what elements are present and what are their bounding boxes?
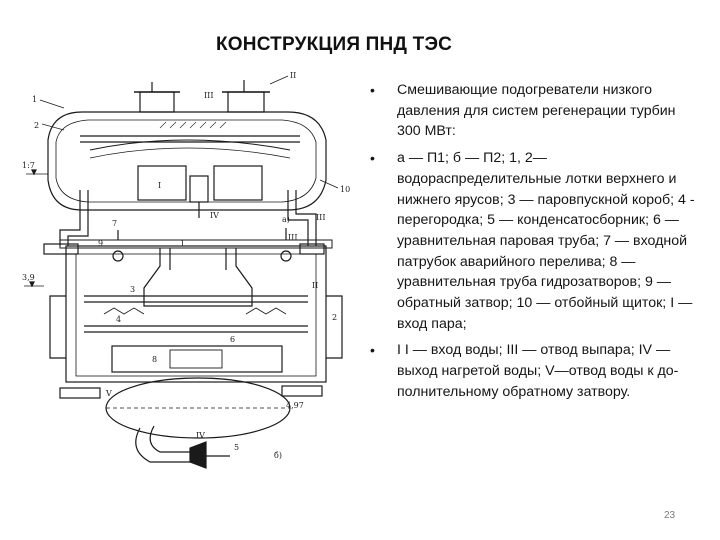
bullet-item: • Смешивающие подогреватели низкого давл… — [368, 80, 698, 142]
bullet-text: I I — вход воды; III — отвод выпара; IV … — [397, 342, 679, 400]
label-2: 2 — [34, 121, 39, 130]
label-4: 4 — [116, 315, 121, 324]
label-7: 7 — [112, 219, 117, 228]
label-8: 8 — [152, 355, 157, 364]
bullet-dot: • — [370, 150, 375, 167]
label-IV: IV — [210, 211, 219, 220]
label-3-9: 3,9 — [22, 273, 35, 282]
heater-drawing: 1 2 III II 10 IV 7 I а) 1:7 III 9 III 3 … — [22, 71, 350, 469]
label-I: I — [158, 181, 161, 190]
label-10: 10 — [340, 185, 350, 194]
label-III: III — [204, 91, 213, 100]
label-b: б) — [274, 451, 282, 460]
label-a: а) — [282, 215, 290, 224]
label-IV-lower: IV — [196, 431, 205, 440]
bullet-item: • а — П1; б — П2; 1, 2— водораспределите… — [368, 148, 698, 334]
page-number: 23 — [664, 510, 676, 521]
label-5: 5 — [234, 443, 239, 452]
label-II: II — [290, 71, 296, 80]
bullet-list: • Смешивающие подогреватели низкого давл… — [368, 80, 698, 409]
label-V: V — [105, 389, 112, 398]
heater-diagram: 1 2 III II 10 IV 7 I а) 1:7 III 9 III 3 … — [20, 70, 360, 470]
slide-title: КОНСТРУКЦИЯ ПНД ТЭС — [216, 34, 453, 55]
label-III-lower: III — [288, 233, 297, 242]
label-3: 3 — [130, 285, 135, 294]
label-1-7: 1:7 — [22, 161, 35, 170]
bullet-text: Смешивающие подогреватели низкого давлен… — [397, 82, 676, 140]
label-6: 6 — [230, 335, 235, 344]
label-1: 1 — [32, 95, 37, 104]
label-II-lower: II — [312, 281, 318, 290]
bullet-text: а — П1; б — П2; 1, 2— водораспределитель… — [397, 150, 695, 332]
label-9: 9 — [98, 239, 103, 248]
label-III-b: III — [316, 213, 325, 222]
bullet-dot: • — [370, 342, 375, 359]
label-2-lower: 2 — [332, 313, 337, 322]
label-1-lower: 1 — [180, 239, 185, 248]
bullet-item: • I I — вход воды; III — отвод выпара; I… — [368, 340, 698, 402]
label-4-97: 4,97 — [286, 401, 304, 410]
bullet-dot: • — [370, 82, 375, 98]
